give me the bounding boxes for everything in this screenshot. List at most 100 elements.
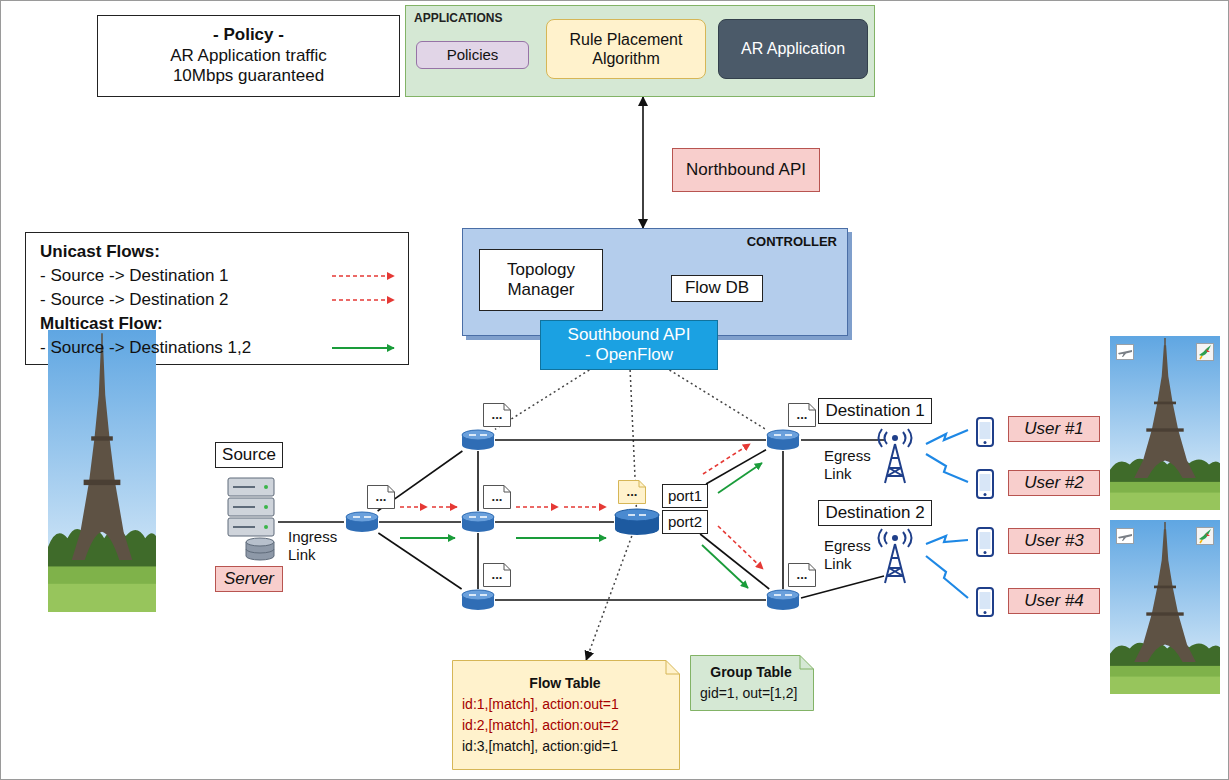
endpoint-label: Destination 2 — [818, 500, 932, 526]
unicast-flow-part — [718, 526, 763, 569]
unicast-flow-part — [400, 506, 427, 508]
applications-panel: APPLICATIONS Policies Rule Placement Algor… — [405, 5, 875, 97]
server-icon — [228, 478, 274, 560]
note-shape-part — [484, 404, 511, 427]
router-symbol-part — [615, 509, 659, 521]
node-text: Northbound API — [686, 160, 806, 180]
note-shape-part — [368, 486, 395, 509]
note-shape-part — [388, 486, 395, 493]
photo — [1110, 520, 1220, 694]
network-link — [642, 97, 644, 228]
table-dots: ... — [492, 489, 503, 505]
note-shape-part — [504, 564, 511, 571]
radio-link-part — [926, 430, 968, 444]
router-symbol-part — [353, 516, 371, 518]
switch-node: ... — [766, 589, 800, 611]
unicast-flow-part — [564, 506, 606, 508]
note-shape — [690, 655, 814, 711]
network-link — [378, 533, 461, 589]
link-label: Ingress Link — [288, 528, 344, 564]
server-icon-part — [264, 485, 268, 489]
node-text: Policies — [447, 46, 499, 64]
control-link — [586, 536, 632, 660]
legend-heading: Multicast Flow: — [40, 314, 163, 334]
legend-heading: Unicast Flows: — [40, 242, 160, 262]
heading-text: Flow Table — [529, 673, 600, 694]
legend-text: - Source -> Destinations 1,2 — [40, 338, 251, 358]
flow-table: Flow Tableid:1,[match], action:out=1id:2… — [452, 660, 680, 770]
router-symbol-part — [774, 594, 792, 596]
node-text: CONTROLLER — [747, 234, 837, 250]
user-box: User #4 — [1008, 588, 1100, 614]
switch-node: ... — [461, 511, 495, 533]
port-box: port2 — [662, 510, 708, 534]
node-text: User #2 — [1024, 473, 1084, 493]
node-text: Destination 2 — [825, 503, 924, 523]
network-link — [495, 439, 766, 441]
router-symbol-part — [469, 516, 487, 518]
antenna-tower — [879, 429, 912, 483]
node-text: User #3 — [1024, 531, 1084, 551]
link-label: Egress Link — [824, 447, 880, 483]
note-shape-part — [639, 481, 646, 488]
table-dots: ... — [797, 407, 808, 423]
table-dots: ... — [376, 489, 387, 505]
server-icon-part — [264, 525, 268, 529]
switch-node: ... — [614, 508, 660, 536]
note-shape-part — [666, 661, 680, 675]
node-text: User #1 — [1024, 419, 1084, 439]
note-shape-part — [789, 564, 816, 587]
port-box: port1 — [662, 484, 708, 508]
switch-table-note: ... — [367, 485, 395, 509]
node-text: Southbound API - OpenFlow — [564, 325, 694, 366]
control-link — [670, 370, 767, 430]
radio-link — [926, 430, 968, 598]
network-link — [495, 521, 614, 523]
note-shape-part — [789, 404, 816, 427]
server-icon-part — [264, 505, 268, 509]
node-text: Topology Manager — [491, 260, 591, 301]
switch-table-note: ... — [788, 563, 816, 587]
router-symbol-part — [767, 590, 799, 600]
legend-text: - Source -> Destination 2 — [40, 290, 229, 310]
note-shape-part — [809, 404, 816, 411]
policy-box: - Policy -AR Application traffic 10Mbps … — [97, 15, 400, 97]
note-shape-part — [453, 661, 680, 770]
phone — [977, 528, 993, 556]
node-text: port1 — [668, 487, 702, 505]
switch-table-note: ... — [483, 485, 511, 509]
antenna-tower — [879, 529, 912, 583]
radio-link-part — [926, 556, 968, 598]
unicast-flow-part — [516, 506, 558, 508]
icon — [1117, 345, 1134, 360]
icon — [1197, 344, 1214, 361]
server-icon-part — [246, 538, 274, 546]
radio-link-part — [926, 454, 968, 482]
multicast-flow — [400, 463, 762, 588]
router-symbol-part — [462, 590, 494, 600]
api-box: Northbound API — [672, 148, 820, 192]
application-box: AR Application — [718, 19, 868, 79]
legend-sample — [330, 269, 400, 283]
router-symbol — [766, 429, 800, 451]
user-box: User #2 — [1008, 470, 1100, 496]
router-symbol — [461, 511, 495, 533]
server-icon-part — [246, 549, 274, 553]
server-icon-part — [233, 487, 255, 527]
legend-frame — [26, 233, 409, 365]
router-symbol — [461, 589, 495, 611]
router-symbol — [766, 589, 800, 611]
router-symbol-part — [346, 512, 378, 522]
table-dots: ... — [492, 407, 503, 423]
legend-sample — [330, 341, 400, 355]
switch-table-note: ... — [618, 480, 646, 504]
node-text: APPLICATIONS — [414, 11, 502, 25]
algorithm-box: Rule Placement Algorithm — [546, 19, 706, 79]
legend-sample — [330, 293, 400, 307]
node-text: id:3,[match], action:gid=1 — [462, 736, 618, 757]
router-symbol — [614, 508, 660, 536]
router-symbol-part — [469, 434, 487, 436]
router-symbol-part — [774, 434, 792, 436]
